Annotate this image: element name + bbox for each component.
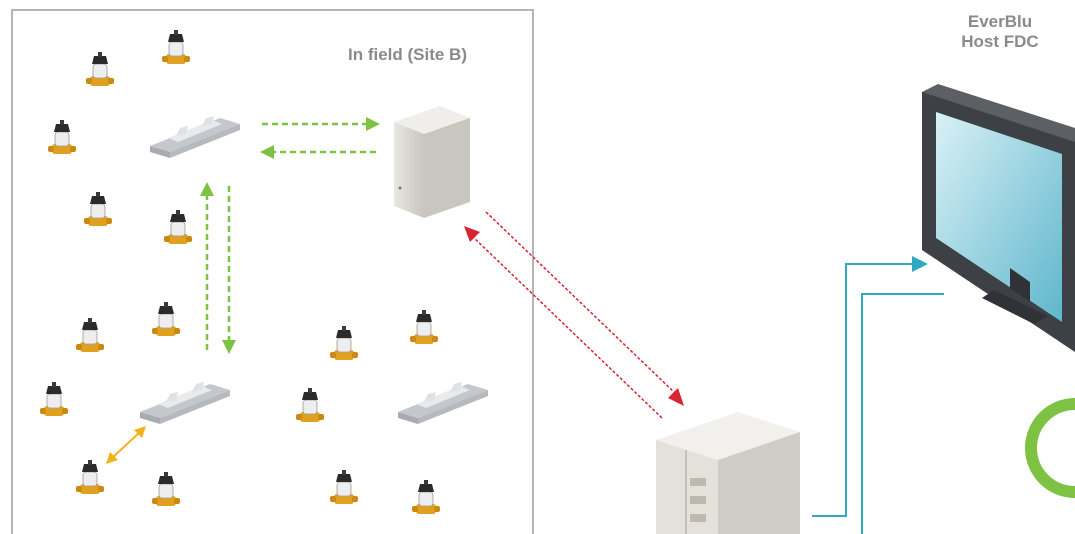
concentrator-cabinet-icon bbox=[394, 106, 470, 218]
water-meter-icon bbox=[329, 469, 359, 505]
water-meter-icon bbox=[83, 191, 113, 227]
water-meter-icon bbox=[47, 119, 77, 155]
water-meter-icon bbox=[75, 317, 105, 353]
radio-link-green bbox=[205, 122, 376, 350]
water-meter-icon bbox=[161, 29, 191, 65]
arrowhead-icon bbox=[464, 226, 684, 406]
monitor-icon bbox=[922, 84, 1075, 352]
water-meter-icon bbox=[409, 309, 439, 345]
water-meter-icon bbox=[329, 325, 359, 361]
logo-icon bbox=[1025, 398, 1075, 498]
lan-link-blue bbox=[812, 263, 944, 534]
local-link-orange bbox=[106, 426, 146, 464]
water-meter-icon bbox=[411, 479, 441, 515]
server-icon bbox=[656, 412, 800, 534]
water-meter-icon bbox=[39, 381, 69, 417]
field-frame bbox=[11, 9, 534, 534]
radio-repeater-icon bbox=[150, 116, 240, 158]
field-title: In field (Site B) bbox=[348, 45, 467, 64]
water-meter-icon bbox=[85, 51, 115, 87]
water-meter-icon bbox=[75, 459, 105, 495]
arrowhead-icon bbox=[200, 117, 380, 354]
host-label-line2: Host FDC bbox=[961, 32, 1039, 51]
wan-link-red bbox=[471, 211, 677, 419]
arrowhead-icon bbox=[912, 256, 928, 272]
water-meter-icon bbox=[163, 209, 193, 245]
host-label-line1: EverBlu bbox=[967, 12, 1033, 31]
water-meter-icon bbox=[295, 387, 325, 423]
radio-repeater-icon bbox=[140, 382, 230, 424]
water-meter-icon bbox=[151, 471, 181, 507]
water-meter-icon bbox=[151, 301, 181, 337]
radio-repeater-icon bbox=[398, 382, 488, 424]
host-label: EverBlu Host FDC bbox=[940, 12, 1060, 52]
